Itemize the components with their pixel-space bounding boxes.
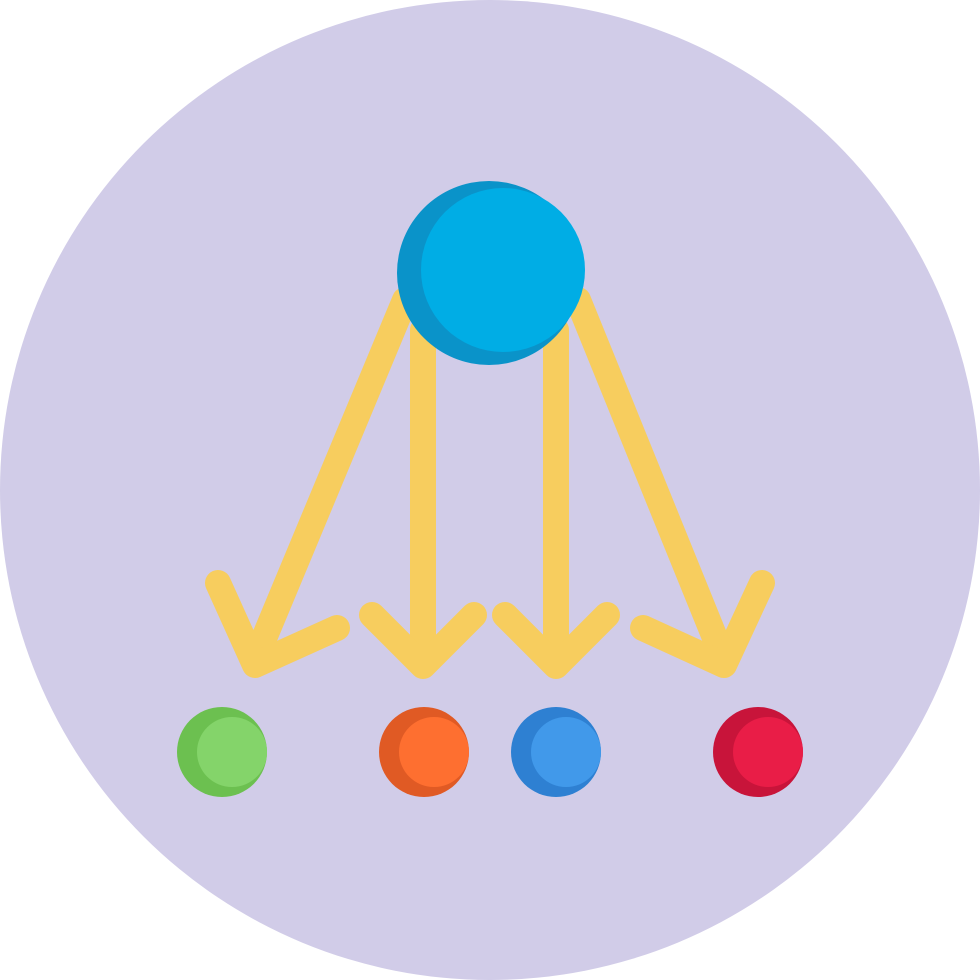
green-node xyxy=(177,707,267,797)
red-node-face xyxy=(733,717,803,787)
source-node xyxy=(397,181,585,365)
orange-node xyxy=(379,707,469,797)
source-node-face xyxy=(421,188,585,352)
blue-node xyxy=(511,707,601,797)
arrow-to-red-node xyxy=(565,287,775,678)
arrow-to-green-node xyxy=(205,287,418,678)
arrows-group xyxy=(205,287,775,679)
blue-node-face xyxy=(531,717,601,787)
target-nodes xyxy=(177,707,803,797)
arrow-to-orange-node xyxy=(359,317,487,679)
green-node-face xyxy=(197,717,267,787)
arrow-to-blue-node xyxy=(492,317,620,679)
orange-node-face xyxy=(399,717,469,787)
red-node xyxy=(713,707,803,797)
